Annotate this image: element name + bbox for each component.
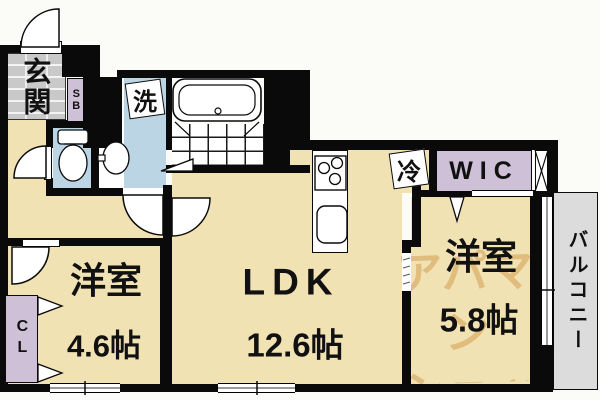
wall-entrance-block [62, 45, 100, 77]
wall-top-ldk [288, 140, 558, 150]
wall-toilet-wash-divider [91, 128, 99, 196]
window-room-small [50, 383, 120, 393]
wall-ldk-room-large-a [402, 247, 411, 252]
room-large-name: 洋室 [444, 236, 518, 278]
laundry-box: 洗 [124, 78, 166, 120]
ldk-size: 12.6帖 [246, 326, 344, 364]
wall-toilet-top [46, 120, 100, 128]
wall-bath-bottom [166, 165, 310, 173]
wall-ldk-room-large-b [402, 292, 411, 384]
wall-below-wic-right [533, 190, 553, 197]
wall-jog-vertical [412, 183, 421, 247]
wic-label: WIC [449, 156, 519, 185]
shoe-box: SB [67, 78, 84, 122]
window-room-large-balcony [541, 197, 553, 345]
wall-toilet-left-b [46, 178, 53, 196]
sliding-door-ldk-room [402, 252, 411, 292]
wall-block-bath-right-b [290, 70, 310, 148]
wall-washroom-bottom [46, 188, 123, 196]
fridge-box: 冷 [388, 148, 430, 190]
wall-bottom-c [295, 384, 553, 392]
entrance-tile-floor [5, 53, 66, 120]
wall-bottom-a [0, 384, 50, 392]
walk-in-closet: WIC [436, 150, 532, 192]
closet: CL [5, 295, 38, 383]
bathroom-tile-floor [172, 124, 264, 166]
wall-right-top [548, 140, 558, 197]
ldk-name: LDK [242, 261, 340, 303]
wall-room-large-corner [530, 345, 553, 392]
wall-bottom-b [120, 384, 218, 392]
wall-room-large-right [530, 190, 541, 392]
wall-room-small-top [0, 238, 166, 246]
room-large-size: 5.8帖 [439, 301, 519, 339]
wall-below-wic-left [412, 190, 472, 197]
wall-hall-ldk-stub [163, 185, 172, 238]
balcony-label: バルコニー [565, 228, 587, 354]
shoe-box-label: SB [70, 88, 83, 112]
window-glass-line [546, 197, 548, 345]
washroom-door-opening [123, 188, 163, 196]
window-glass-line [50, 387, 120, 389]
balcony: バルコニー [553, 192, 598, 390]
room-west-large-floor [411, 197, 530, 384]
wall-top-bathroom [117, 70, 264, 78]
entrance-label: 玄関 [20, 57, 52, 117]
wall-wic-left [429, 150, 436, 190]
wall-toilet-left-a [46, 128, 53, 148]
bathtub [172, 78, 262, 122]
entrance-door-leaf [20, 41, 62, 54]
kitchen-counter [312, 150, 348, 253]
wall-left-outer [0, 45, 8, 392]
wall-entrance-top-left [0, 45, 22, 53]
shutter-box [535, 150, 548, 192]
room-small-door-opening [22, 239, 60, 247]
room-small-size: 4.6帖 [66, 328, 142, 364]
closet-label: CL [13, 318, 31, 360]
toilet-door-leaf [44, 146, 52, 180]
wall-block-washroom [83, 77, 122, 148]
fridge-label: 冷 [397, 158, 421, 186]
wall-room-small-right [160, 238, 172, 384]
window-ldk [218, 383, 295, 393]
bathtub-drain [214, 107, 222, 115]
wic-opening [472, 190, 533, 197]
room-small-name: 洋室 [69, 260, 143, 302]
wall-wash-bath-divider [166, 76, 172, 150]
wall-block-bath-right-a [264, 70, 290, 173]
wall-jog-horizontal [402, 240, 421, 247]
bathtub-inner [178, 84, 256, 116]
window-glass-line [218, 387, 295, 389]
laundry-label: 洗 [133, 88, 157, 116]
